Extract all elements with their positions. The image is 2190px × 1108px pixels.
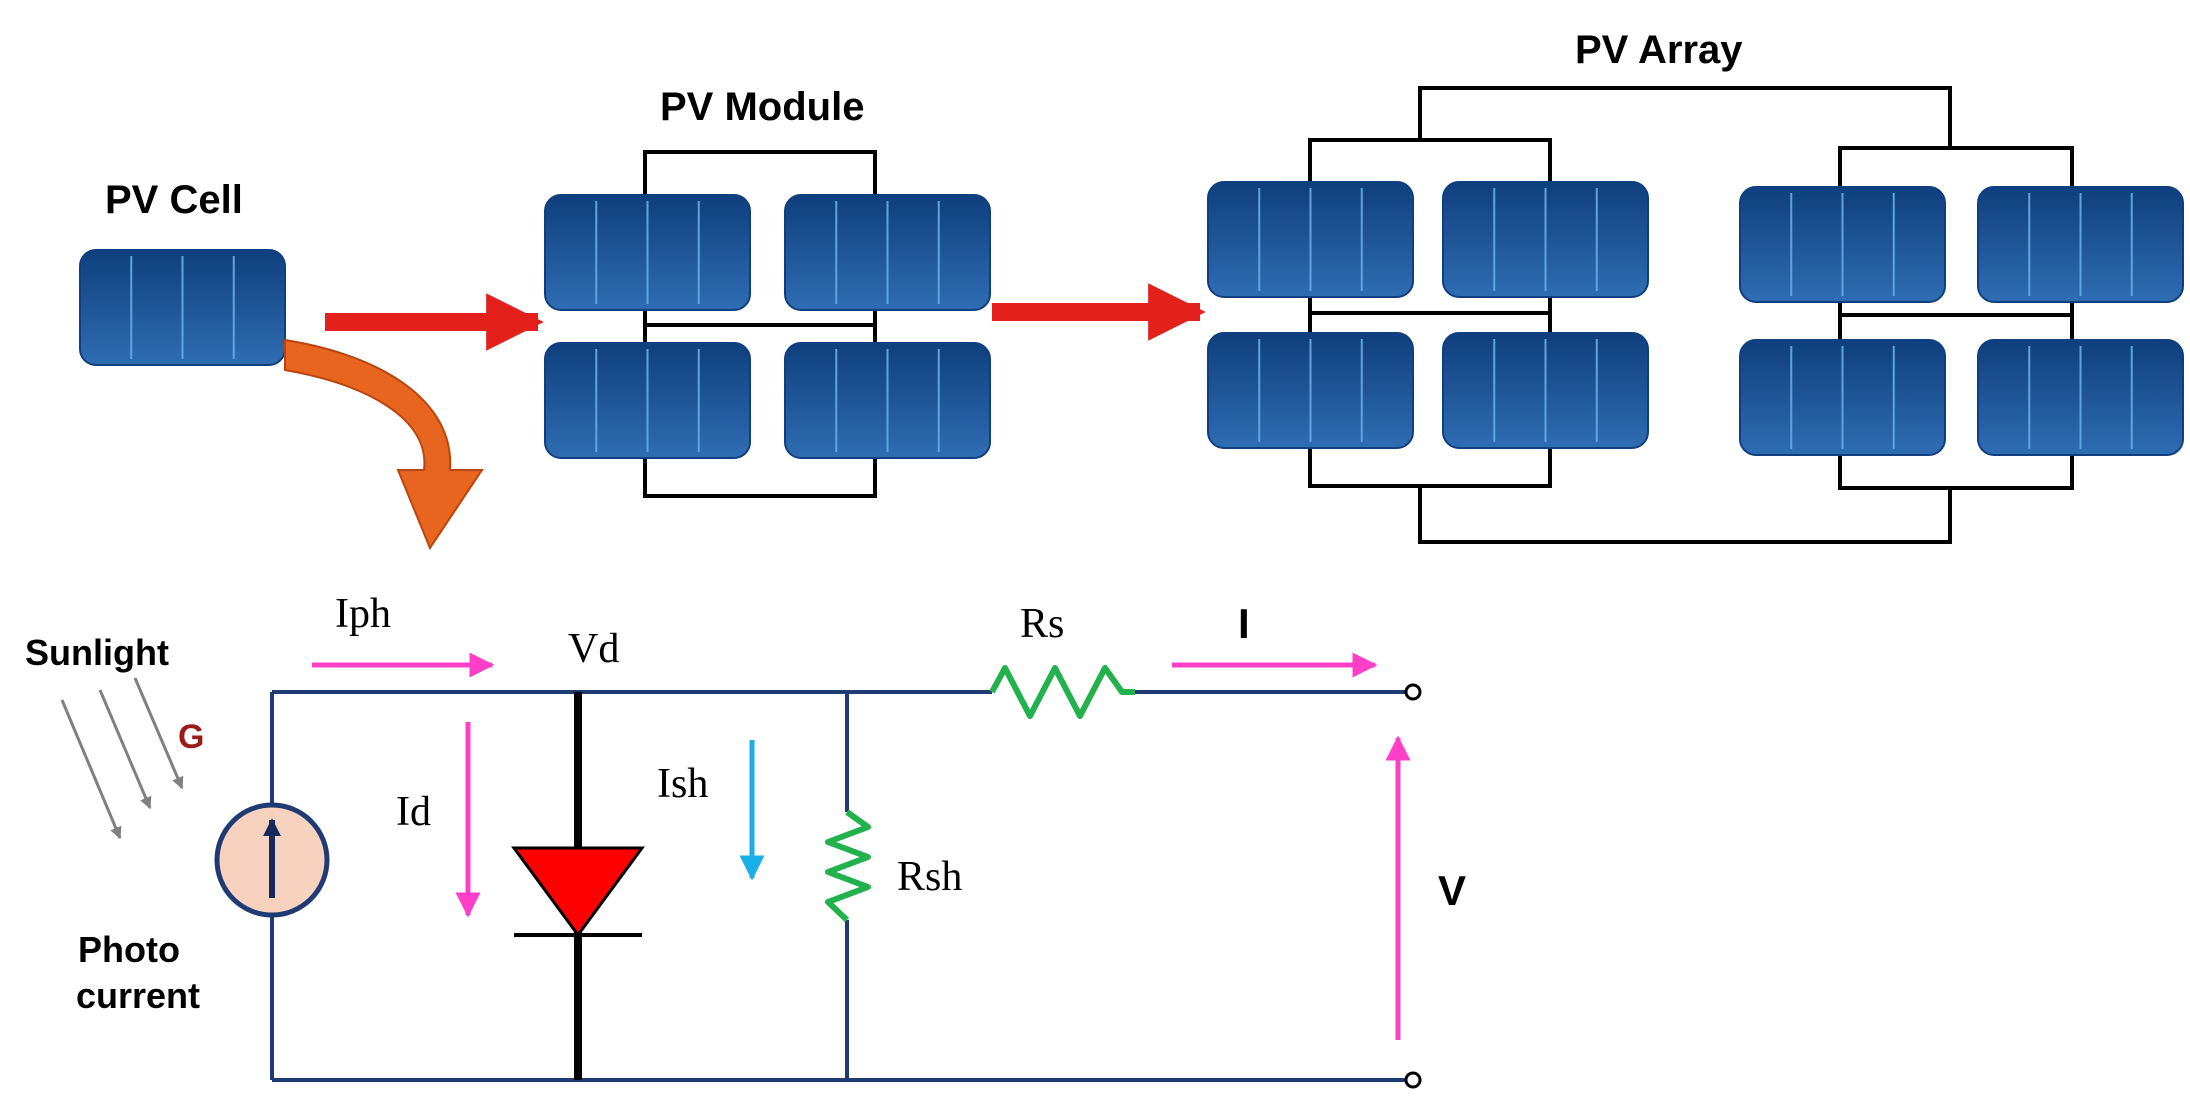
id-label: Id (396, 789, 431, 835)
sunlight-label: Sunlight (25, 632, 169, 673)
circuit-wires (270, 690, 1405, 1082)
i-label: I (1238, 600, 1250, 647)
panel-wiring (643, 86, 2074, 544)
diode-symbol (511, 846, 645, 938)
array-panel-2 (1442, 181, 1649, 298)
vd-label: Vd (568, 626, 619, 672)
module-panel-3 (544, 342, 751, 459)
array-panel-3 (1207, 332, 1414, 449)
shunt-resistor (825, 809, 871, 923)
module-panel-1 (544, 194, 751, 311)
array-panel-4 (1442, 332, 1649, 449)
pv-cell-panel (79, 249, 286, 366)
array-panel-5 (1739, 186, 1946, 303)
rsh-label: Rsh (897, 854, 962, 900)
array-panel-6 (1977, 186, 2184, 303)
rs-label: Rs (1020, 601, 1064, 647)
array-panel-1 (1207, 181, 1414, 298)
photo-current-label-line1: Photo (78, 929, 180, 970)
photo-current-label-line2: current (76, 975, 200, 1016)
irradiance-g-label: G (178, 718, 204, 756)
v-label: V (1438, 867, 1466, 914)
solar-panels (79, 181, 2184, 459)
array-panel-8 (1977, 339, 2184, 456)
output-terminal-bottom (1404, 1071, 1422, 1089)
pv-array-title: PV Array (1575, 28, 1743, 72)
pv-module-title: PV Module (660, 85, 864, 129)
ish-label: Ish (657, 761, 708, 807)
cell-to-circuit-curved-arrow (284, 338, 484, 551)
pv-cell-title: PV Cell (105, 178, 243, 222)
module-panel-4 (784, 342, 991, 459)
iph-label: Iph (335, 591, 391, 637)
output-terminal-top (1404, 683, 1422, 701)
module-panel-2 (784, 194, 991, 311)
sunlight-rays-icon (60, 677, 184, 840)
array-panel-7 (1739, 339, 1946, 456)
series-resistor (989, 665, 1135, 719)
